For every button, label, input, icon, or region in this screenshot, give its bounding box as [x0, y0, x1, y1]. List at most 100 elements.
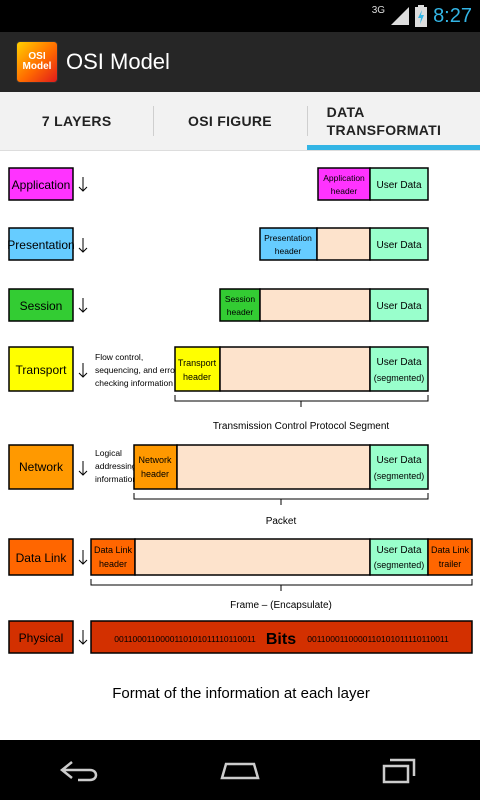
arrow-down-icon [78, 461, 88, 476]
datalink-trailer-line1: Data Link [431, 545, 470, 555]
arrow-down-icon [78, 550, 88, 565]
battery-charging-icon [415, 5, 428, 27]
presentation-header-line1: Presentation [264, 233, 312, 243]
transport-row: Transport header User Data (segmented) T… [174, 346, 429, 432]
frame-bracket [90, 579, 473, 591]
user-data-line1: User Data [376, 545, 421, 556]
user-data-label: User Data [376, 301, 421, 312]
tab-data-transformation[interactable]: DATA TRANSFORMATI [306, 92, 480, 150]
app-title: OSI Model [66, 49, 170, 74]
user-data-box [369, 167, 429, 201]
bits-box [90, 620, 473, 654]
note-line: addressing [95, 461, 137, 471]
back-button[interactable] [50, 750, 110, 790]
layer-box-application [8, 167, 74, 201]
session-header-line2: header [227, 307, 254, 317]
layer-label-network: Network [19, 460, 64, 474]
transport-header-line1: Transport [178, 358, 217, 368]
session-row: Session header User Data [219, 288, 429, 322]
arrow-down-icon [78, 238, 88, 253]
layer-label-presentation: Presentation [7, 238, 74, 252]
bits-left: 0011000110000110101011110110011 [114, 634, 256, 644]
network-type: 3G [371, 4, 386, 16]
packet-bracket [133, 493, 429, 505]
user-data-line2: (segmented) [374, 471, 425, 481]
arrow-down-icon [78, 630, 88, 645]
tab-osi-figure[interactable]: OSI FIGURE [153, 92, 306, 150]
clock: 8:27 [433, 4, 472, 27]
physical-row: 0011000110000110101011110110011 Bits 001… [90, 620, 473, 654]
payload-box [134, 538, 371, 576]
user-data-line2: (segmented) [374, 560, 425, 570]
home-button[interactable] [210, 750, 270, 790]
layer-box-session [8, 288, 74, 322]
status-bar: 3G 8:27 [0, 0, 480, 32]
user-data-box [369, 288, 429, 322]
app-logo-icon[interactable]: OSI Model [16, 41, 58, 83]
note-line: sequencing, and error [95, 365, 178, 375]
application-header-box [317, 167, 371, 201]
datalink-trailer-line2: trailer [439, 559, 462, 569]
session-header-box [219, 288, 261, 322]
figure-footer: Format of the information at each layer [112, 685, 370, 702]
tab-7-layers[interactable]: 7 LAYERS [41, 113, 112, 129]
datalink-row: Data Link header User Data (segmented) D… [90, 538, 473, 611]
datalink-header-box [90, 538, 136, 576]
arrow-down-icon [78, 177, 88, 192]
layer-labels: Application Presentation Session Transpo… [7, 167, 75, 654]
note-line: checking information [95, 378, 173, 388]
payload-box [316, 227, 371, 261]
payload-box [176, 444, 371, 490]
note-line: Logical [95, 448, 122, 458]
user-data-label: User Data [376, 240, 421, 251]
network-header-line1: Network [138, 455, 172, 465]
recent-apps-icon [382, 758, 416, 784]
segment-caption: Transmission Control Protocol Segment [213, 421, 390, 432]
transport-note: Flow control, sequencing, and error chec… [95, 352, 178, 388]
frame-caption: Frame – (Encapsulate) [230, 600, 332, 611]
data-transformation-figure: Application Presentation Session Transpo… [7, 167, 473, 702]
layer-label-transport: Transport [16, 363, 68, 377]
navigation-bar [0, 740, 480, 800]
bits-right: 0011000110000110101011110110011 [307, 634, 449, 644]
application-header-line2: header [331, 186, 358, 196]
user-data-line1: User Data [376, 357, 421, 368]
home-icon [220, 762, 260, 780]
back-icon [59, 761, 98, 782]
layer-label-physical: Physical [19, 631, 64, 645]
transport-header-box [174, 346, 221, 392]
presentation-row: Presentation header User Data [259, 227, 429, 261]
down-arrows [78, 177, 88, 645]
arrow-down-icon [78, 363, 88, 378]
datalink-header-line1: Data Link [94, 545, 133, 555]
presentation-header-box [259, 227, 318, 261]
layer-box-presentation [8, 227, 74, 261]
network-row: Network header User Data (segmented) Pac… [133, 444, 429, 527]
layer-label-application: Application [12, 178, 71, 192]
user-data-segmented-box [369, 444, 429, 490]
user-data-box [369, 227, 429, 261]
signal-icon [391, 7, 410, 25]
note-line: information [95, 474, 137, 484]
payload-box [259, 288, 371, 322]
payload-box [219, 346, 371, 392]
application-header-line1: Application [323, 173, 365, 183]
user-data-segmented-box [369, 538, 429, 576]
layer-box-network [8, 444, 74, 490]
application-row: Application header User Data [317, 167, 429, 201]
network-note: Logical addressing information [95, 448, 137, 484]
user-data-line2: (segmented) [374, 373, 425, 383]
recent-apps-button[interactable] [370, 750, 430, 790]
app-logo-text: OSI Model [22, 51, 52, 72]
user-data-label: User Data [376, 180, 421, 191]
tab-bar: 7 LAYERS OSI FIGURE DATA TRANSFORMATI [0, 92, 480, 151]
layer-label-datalink: Data Link [16, 551, 68, 565]
layer-label-session: Session [20, 299, 63, 313]
datalink-header-line2: header [99, 559, 127, 569]
network-header-box [133, 444, 178, 490]
figure-area: Application Presentation Session Transpo… [0, 151, 480, 740]
user-data-line1: User Data [376, 455, 421, 466]
layer-box-transport [8, 346, 74, 392]
packet-caption: Packet [266, 516, 297, 527]
user-data-segmented-box [369, 346, 429, 392]
